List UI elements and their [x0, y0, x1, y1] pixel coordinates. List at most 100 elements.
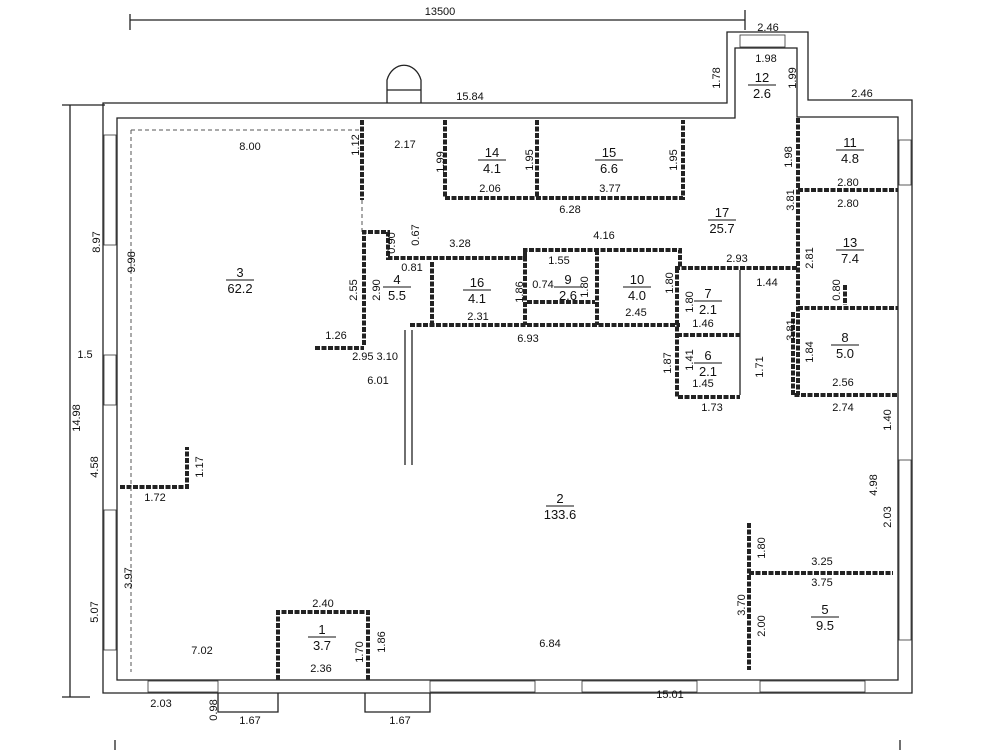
dimension-label: 1.67 — [239, 715, 260, 727]
room-label-16: 164.1 — [463, 275, 491, 306]
dimension-label: 6.84 — [539, 638, 560, 650]
dimension-label: 0.74 — [532, 279, 553, 291]
room-number: 16 — [470, 275, 484, 290]
dimension-label: 1.98 — [783, 146, 795, 167]
room-number: 2 — [556, 491, 563, 506]
dimension-label: 1.99 — [435, 151, 447, 172]
room-number: 6 — [704, 348, 711, 363]
dimension-label: 1.84 — [804, 341, 816, 362]
dimension-label: 8.00 — [239, 141, 260, 153]
dimension-label: 1.80 — [664, 272, 676, 293]
room-label-6: 62.1 — [694, 348, 722, 379]
dimension-label: 0.80 — [831, 279, 843, 300]
dimension-label: 1.17 — [194, 456, 206, 477]
room-area: 3.7 — [313, 638, 331, 653]
dimension-label: 1.95 — [524, 149, 536, 170]
dimension-label: 1.80 — [579, 276, 591, 297]
dimension-label: 1.86 — [376, 631, 388, 652]
dimension-label: 2.03 — [882, 506, 894, 527]
room-number: 9 — [564, 272, 571, 287]
dimension-label: 3.97 — [123, 567, 135, 588]
dimension-label: 1.80 — [756, 537, 768, 558]
dimension-label: 0.90 — [386, 232, 398, 253]
overall-dimension-lines — [62, 10, 901, 750]
room-number: 14 — [485, 145, 499, 160]
dimension-label: 2.74 — [832, 402, 853, 414]
dimension-label: 0.67 — [410, 224, 422, 245]
dimension-label: 2.03 — [150, 698, 171, 710]
room-label-14: 144.1 — [478, 145, 506, 176]
room-area: 4.0 — [628, 288, 646, 303]
dimension-label: 1.87 — [662, 352, 674, 373]
dimension-label: 0.81 — [401, 262, 422, 274]
room-number: 3 — [236, 265, 243, 280]
dimension-label: 2.80 — [837, 198, 858, 210]
dimension-label: 4.16 — [593, 230, 614, 242]
room-number: 10 — [630, 272, 644, 287]
room-label-4: 45.5 — [383, 272, 411, 303]
dimension-label: 5.07 — [89, 601, 101, 622]
dimension-label: 1.55 — [548, 255, 569, 267]
dimension-label: 4.98 — [868, 474, 880, 495]
dimension-label: 1.41 — [684, 349, 696, 370]
dimension-label: 1.44 — [756, 277, 777, 289]
dimension-label: 2.55 — [348, 279, 360, 300]
dimension-label: 2.17 — [394, 139, 415, 151]
dimension-label: 1.40 — [882, 409, 894, 430]
dimension-label: 1.67 — [389, 715, 410, 727]
dimension-label: 15.01 — [656, 689, 684, 701]
room-number: 1 — [318, 622, 325, 637]
room-label-13: 137.4 — [836, 235, 864, 266]
room-label-3: 362.2 — [226, 265, 254, 296]
room-number: 11 — [843, 135, 857, 150]
dimension-label: 2.81 — [804, 247, 816, 268]
dimension-label: 3.70 — [736, 594, 748, 615]
dimension-label: 6.01 — [367, 375, 388, 387]
room-number: 8 — [841, 330, 848, 345]
dimension-label: 1.95 — [668, 149, 680, 170]
dimension-label: 3.77 — [599, 183, 620, 195]
room-label-9: 92.6 — [554, 272, 582, 303]
room-area: 62.2 — [227, 281, 252, 296]
room-area: 2.1 — [699, 364, 717, 379]
room-area: 4.1 — [468, 291, 486, 306]
dimension-label: 1.46 — [692, 318, 713, 330]
dimension-label: 1.45 — [692, 378, 713, 390]
dimension-label: 14.98 — [71, 404, 83, 432]
room-area: 133.6 — [544, 507, 577, 522]
dimension-label: 15.84 — [456, 91, 484, 103]
room-label-10: 104.0 — [623, 272, 651, 303]
dimension-label: 2.93 — [726, 253, 747, 265]
exterior-walls — [102, 31, 913, 713]
room-number: 17 — [715, 205, 729, 220]
dimension-label: 2.31 — [467, 311, 488, 323]
dimension-label: 0.98 — [208, 699, 220, 720]
room-label-1: 13.7 — [308, 622, 336, 653]
dimension-label: 2.36 — [310, 663, 331, 675]
dimension-label: 7.02 — [191, 645, 212, 657]
room-label-8: 85.0 — [831, 330, 859, 361]
dimension-label: 3.75 — [811, 577, 832, 589]
room-label-7: 72.1 — [694, 286, 722, 317]
dimension-label: 1.98 — [755, 53, 776, 65]
dimension-label: 8.97 — [91, 231, 103, 252]
room-number: 12 — [755, 70, 769, 85]
entrance-porch — [386, 64, 422, 103]
room-area: 4.1 — [483, 161, 501, 176]
dimension-label: 3.25 — [811, 556, 832, 568]
dimension-label: 4.58 — [89, 456, 101, 477]
room-area: 25.7 — [709, 221, 734, 236]
dimension-label: 2.00 — [756, 615, 768, 636]
room-area: 7.4 — [841, 251, 859, 266]
dimension-label: 3.28 — [449, 238, 470, 250]
room-label-5: 59.5 — [811, 602, 839, 633]
room-area: 4.8 — [841, 151, 859, 166]
dimension-label: 6.28 — [559, 204, 580, 216]
dimension-label: 2.56 — [832, 377, 853, 389]
room-label-12: 122.6 — [748, 70, 776, 101]
room-label-11: 114.8 — [836, 135, 864, 166]
room-area: 2.1 — [699, 302, 717, 317]
dimension-label: 1.71 — [754, 356, 766, 377]
